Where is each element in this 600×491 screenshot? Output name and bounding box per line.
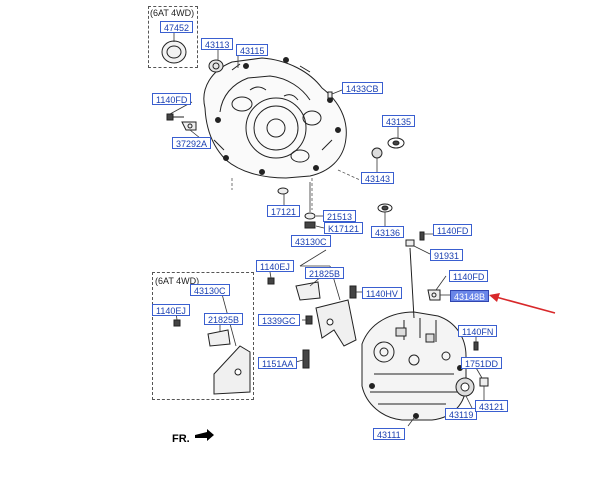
- part-label-1433cb[interactable]: 1433CB: [342, 82, 383, 94]
- fr-direction-label: FR.: [172, 433, 190, 445]
- part-label-43111[interactable]: 43111: [373, 428, 405, 440]
- part-label-1140ej-center[interactable]: 1140EJ: [256, 260, 294, 272]
- gearbox-side-parts-drawing: [455, 341, 489, 397]
- seal-drawing: [161, 40, 187, 64]
- part-label-91931[interactable]: 91931: [430, 249, 464, 261]
- fr-arrow-icon: [195, 429, 214, 441]
- group-box-4wd-mount: [152, 272, 254, 400]
- part-label-1140hv[interactable]: 1140HV: [362, 287, 402, 299]
- bolt-and-bracket-drawing: [166, 113, 197, 131]
- small-seal-drawing: [208, 59, 224, 73]
- dashed-reference-lines: [231, 169, 361, 210]
- group-box-4wd-seal: [148, 6, 198, 68]
- part-label-43136[interactable]: 43136: [371, 226, 405, 238]
- part-label-43148b[interactable]: 43148B: [450, 290, 490, 302]
- part-label-43130c-4wd[interactable]: 43130C: [190, 284, 230, 296]
- part-label-43119[interactable]: 43119: [445, 408, 478, 420]
- part-label-k17121[interactable]: K17121: [324, 222, 364, 234]
- part-label-17121[interactable]: 17121: [267, 205, 301, 217]
- part-label-1140fd-upper-left[interactable]: 1140FD: [152, 93, 192, 105]
- part-label-1140fd-right-mid[interactable]: 1140FD: [449, 270, 489, 282]
- clutch-housing-drawing: [203, 57, 347, 179]
- part-label-1140ej-4wd[interactable]: 1140EJ: [152, 304, 190, 316]
- breather-drawing: [327, 91, 333, 99]
- washer-and-drain-plug-drawing: [277, 187, 316, 229]
- mount-bracket-drawing: [267, 277, 357, 369]
- part-label-1339gc[interactable]: 1339GC: [258, 314, 300, 326]
- shift-rod-drawing: [405, 231, 441, 319]
- group-label-4wd-mount: (6AT 4WD): [155, 276, 200, 286]
- part-label-1751dd[interactable]: 1751DD: [461, 357, 503, 369]
- part-label-21825b-4wd[interactable]: 21825B: [204, 313, 244, 325]
- part-label-21513[interactable]: 21513: [323, 210, 357, 222]
- mount-bracket-4wd-drawing: [173, 319, 251, 395]
- part-label-1140fd-right-top[interactable]: 1140FD: [433, 224, 473, 236]
- part-label-1140fn[interactable]: 1140FN: [458, 325, 498, 337]
- part-label-43113[interactable]: 43113: [201, 38, 234, 50]
- part-label-43121[interactable]: 43121: [475, 400, 509, 412]
- caps-and-plugs-drawing: [371, 137, 405, 213]
- part-label-21825b-center[interactable]: 21825B: [305, 267, 345, 279]
- group-label-4wd-seal: (6AT 4WD): [150, 8, 195, 18]
- part-label-43130c-center[interactable]: 43130C: [291, 235, 331, 247]
- part-label-47452[interactable]: 47452: [160, 21, 194, 33]
- part-label-43115[interactable]: 43115: [236, 44, 269, 56]
- part-label-37292a[interactable]: 37292A: [172, 137, 212, 149]
- part-label-43143[interactable]: 43143: [361, 172, 395, 184]
- part-label-1151aa[interactable]: 1151AA: [258, 357, 298, 369]
- gearbox-case-drawing: [361, 311, 467, 421]
- part-label-43135[interactable]: 43135: [382, 115, 416, 127]
- pointer-arrow: [489, 293, 556, 314]
